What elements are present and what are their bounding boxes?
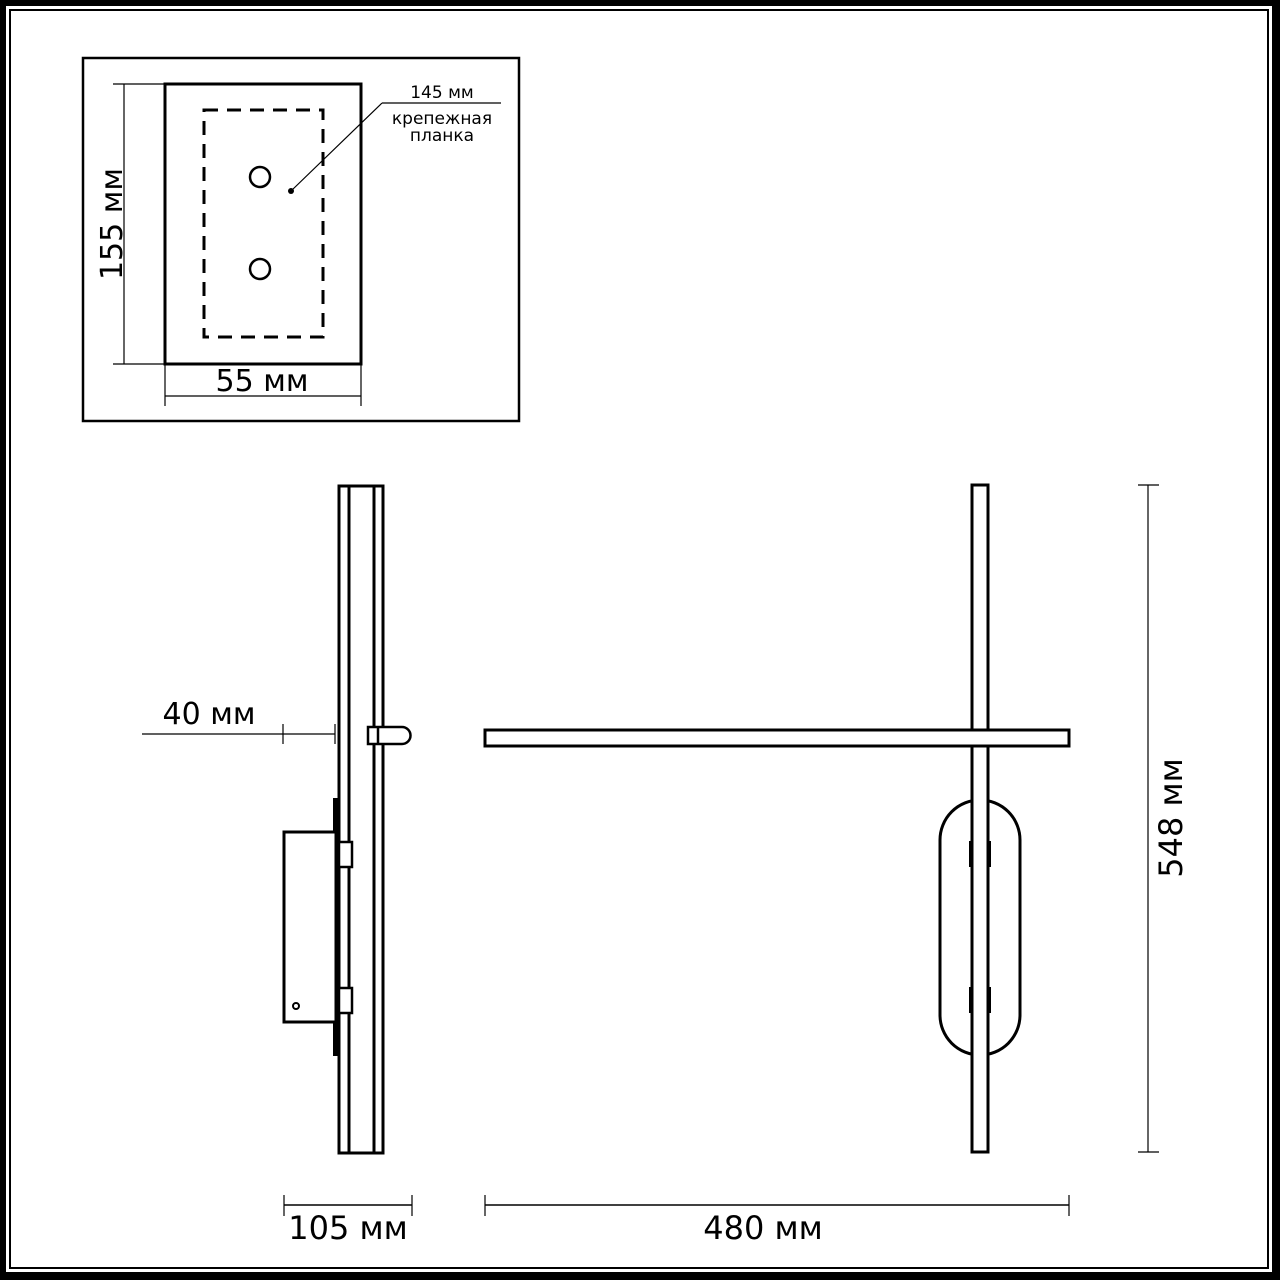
mount-plate-inset: 145 мм крепежная планка 155 мм 55 мм xyxy=(81,56,521,423)
vertical-light-bar xyxy=(970,483,990,1154)
horizontal-light-bar xyxy=(483,728,1071,748)
height-dimension-label: 548 мм xyxy=(1152,758,1190,878)
clamp-upper xyxy=(337,840,354,869)
mounting-bracket-dashed xyxy=(202,108,325,339)
plate-width-label: 55 мм xyxy=(216,364,309,399)
side-view: 40 мм 105 мм xyxy=(142,484,413,1247)
mount-plate-outline xyxy=(163,82,363,366)
plate-height-label: 155 мм xyxy=(95,168,130,280)
side-rail-outer xyxy=(337,484,385,1155)
callout-label-line2: планка xyxy=(410,126,474,146)
mount-hole-1 xyxy=(248,165,272,189)
mount-hole-2 xyxy=(248,257,272,281)
callout-label-line1: крепежная xyxy=(392,109,492,129)
depth-dimension-label: 105 мм xyxy=(288,1209,408,1247)
driver-box xyxy=(282,830,338,1024)
clamp-lower xyxy=(337,986,354,1015)
pivot-knob xyxy=(366,725,412,746)
front-view: 480 мм 548 мм xyxy=(483,483,1190,1247)
width-dimension-label: 480 мм xyxy=(703,1209,823,1247)
callout-dimension-text: 145 мм xyxy=(410,83,474,103)
offset-dimension-label: 40 мм xyxy=(163,697,256,732)
